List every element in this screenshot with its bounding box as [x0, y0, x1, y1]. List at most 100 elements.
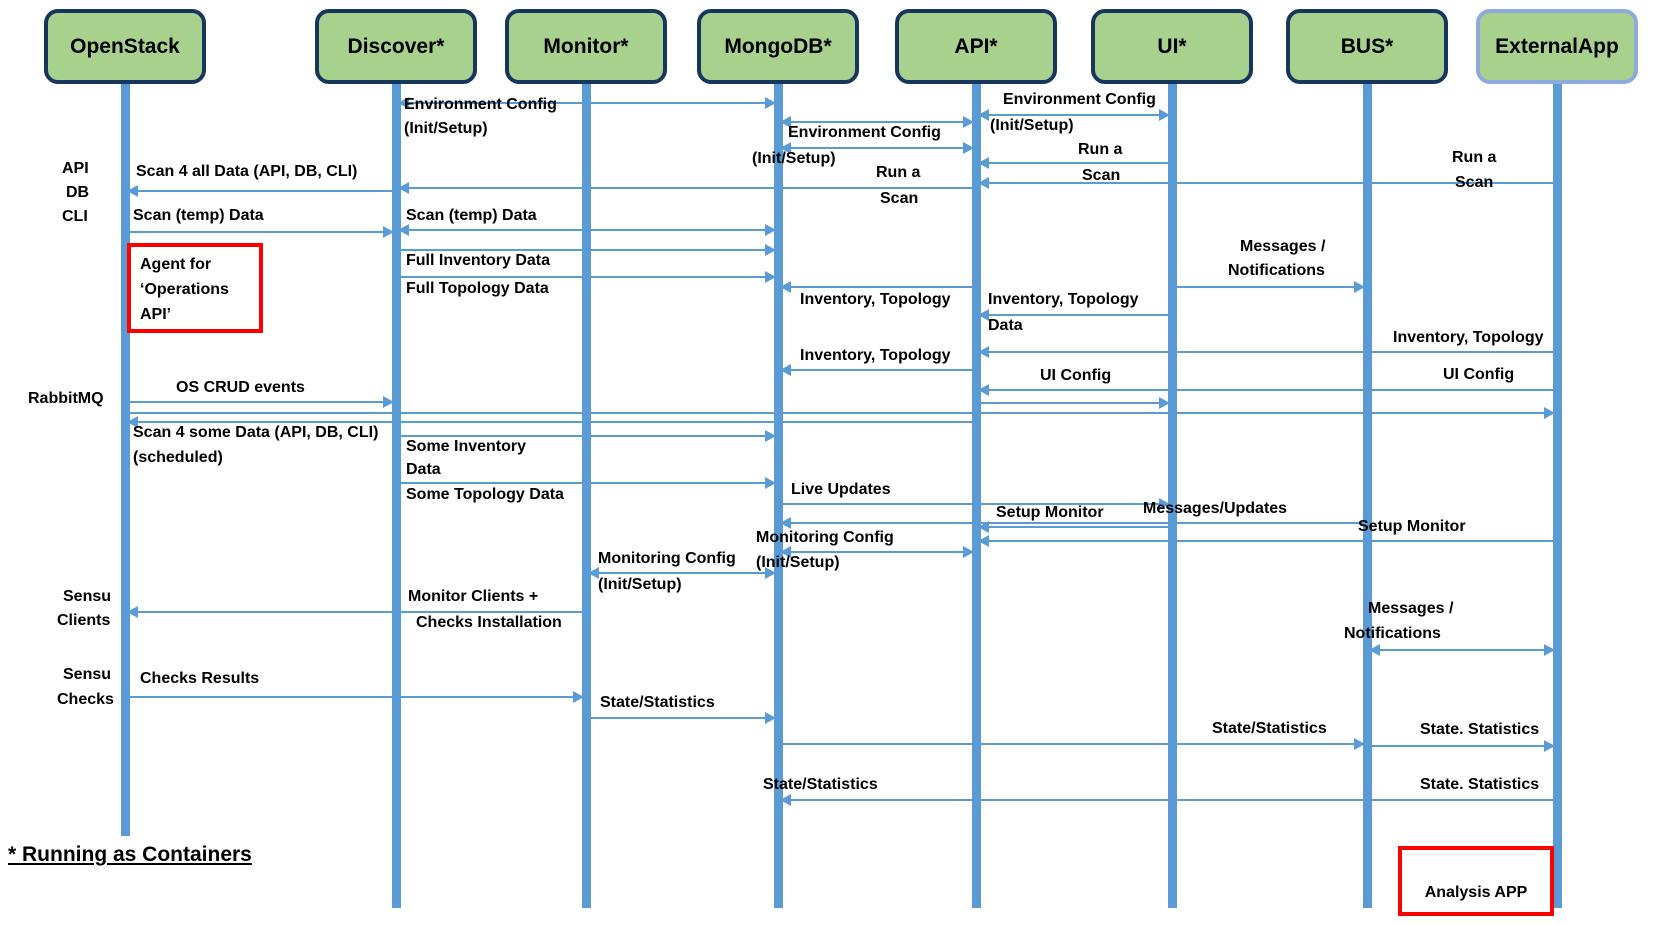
message-arrow-monitoring-config-monitor-mongo — [586, 567, 778, 579]
arrowhead-right — [383, 226, 394, 238]
message-label: Some Inventory — [406, 438, 527, 455]
arrowhead-left — [398, 97, 409, 109]
lifeline-monitor — [581, 84, 591, 908]
message-label: Inventory, Topology — [988, 291, 1139, 308]
message-arrow-env-config-mongo-api-2 — [778, 142, 976, 154]
message-label: State/Statistics — [763, 776, 878, 793]
arrowhead-left — [780, 794, 791, 806]
message-label: Scan (temp) Data — [406, 207, 537, 224]
message-arrow-state-stats-monitor-mongo — [586, 712, 778, 724]
message-arrow-checks-results-openstack-monitor — [125, 691, 586, 703]
arrowhead-left — [978, 177, 989, 189]
arrowhead-right — [1544, 407, 1555, 419]
lifeline-bus — [1362, 84, 1372, 908]
margin-label-checks: Checks — [57, 691, 114, 708]
message-arrow-openstack-external-long — [125, 407, 1557, 419]
arrowhead-right — [1159, 109, 1170, 121]
margin-label-db: DB — [66, 184, 90, 201]
message-label: (Init/Setup) — [404, 120, 488, 137]
arrowhead-left — [127, 185, 138, 197]
arrowhead-left — [398, 182, 409, 194]
message-arrow-inv-topo-api-mongo — [778, 281, 976, 293]
message-arrow-monitor-clients-monitor-openstack — [125, 606, 586, 618]
message-label: Environment Config — [404, 96, 557, 113]
actor-box-openstack: OpenStack — [44, 9, 206, 84]
analysis-app-annotation: Analysis APP — [1398, 846, 1554, 916]
arrowhead-right — [963, 546, 974, 558]
arrowhead-left — [978, 157, 989, 169]
message-label: Run a — [1078, 141, 1123, 158]
actor-label: App — [1578, 34, 1619, 58]
arrowhead-left — [398, 224, 409, 236]
message-arrow-some-topology-discover-mongo — [396, 477, 778, 489]
message-label: Notifications — [1228, 262, 1325, 279]
actor-label: DB* — [793, 34, 832, 58]
message-label: State/Statistics — [600, 694, 715, 711]
actor-box-ui: UI* — [1091, 9, 1253, 84]
arrowhead-right — [765, 712, 776, 724]
arrowhead-left — [978, 309, 989, 321]
margin-label-rabbitmq: RabbitMQ — [28, 390, 104, 407]
agent-operations-api-annotation: Agent for‘Operations API’ — [127, 243, 263, 333]
lifeline-openstack — [120, 84, 130, 836]
message-arrow-ui-config-external-api — [976, 384, 1557, 396]
arrowhead-right — [1544, 740, 1555, 752]
message-arrow-full-inventory-discover-mongo — [396, 244, 778, 256]
arrowhead-right — [573, 691, 584, 703]
arrowhead-right — [765, 244, 776, 256]
message-label: Scan — [1455, 174, 1494, 191]
arrowhead-right — [765, 224, 776, 236]
actor-label: Discover* — [347, 34, 445, 58]
message-label: Setup Monitor — [996, 504, 1104, 521]
message-label: (Init/Setup) — [756, 554, 840, 571]
message-arrow-env-config-discover-mongo — [396, 97, 778, 109]
actor-label: Mongo — [724, 34, 794, 58]
arrowhead-left — [978, 535, 989, 547]
arrowhead-left — [780, 364, 791, 376]
message-arrow-ui-config-api-ui — [976, 397, 1172, 409]
message-arrow-env-config-mongo-api-1 — [778, 116, 976, 128]
message-label: Run a — [1452, 149, 1497, 166]
message-label: (Init/Setup) — [752, 150, 836, 167]
message-arrow-setup-monitor-ui-api — [976, 521, 1172, 533]
margin-label-sensu: Sensu — [63, 666, 112, 683]
message-label: Environment Config — [1003, 91, 1156, 108]
analysis-annotation-text: Analysis APP — [1424, 884, 1528, 901]
lifeline-external-app — [1552, 84, 1562, 908]
message-label: Environment Config — [788, 124, 941, 141]
message-label: Live Updates — [791, 481, 891, 498]
arrowhead-right — [383, 396, 394, 408]
arrowhead-left — [127, 606, 138, 618]
message-label: Full Inventory Data — [406, 252, 551, 269]
message-arrow-inv-topo-external-api — [976, 346, 1557, 358]
message-arrow-scan-temp-openstack-discover — [125, 226, 396, 238]
message-label: Monitoring Config — [598, 550, 736, 567]
message-label: (scheduled) — [133, 449, 223, 466]
message-arrow-state-stats-external-mongo — [778, 794, 1557, 806]
message-label: Setup Monitor — [1358, 518, 1466, 535]
message-label: Scan — [1082, 167, 1121, 184]
arrowhead-right — [1159, 397, 1170, 409]
arrowhead-left — [780, 116, 791, 128]
message-arrow-scan4all-discover-openstack — [125, 185, 396, 197]
lifeline-mongo-db — [773, 84, 783, 908]
message-arrow-full-topology-discover-mongo — [396, 271, 778, 283]
arrowhead-left — [978, 384, 989, 396]
actor-label: OpenStack — [70, 34, 180, 58]
arrowhead-left — [780, 142, 791, 154]
message-label: Some Topology Data — [406, 486, 564, 503]
actor-label: BUS* — [1340, 34, 1394, 58]
message-label: Messages / — [1368, 600, 1454, 617]
message-arrow-inv-topo-api-mongo-2 — [778, 364, 976, 376]
arrowhead-right — [1354, 281, 1365, 293]
arrowhead-right — [1354, 738, 1365, 750]
message-label: UI Config — [1443, 366, 1515, 383]
margin-label-sensu: Sensu — [63, 588, 112, 605]
arrowhead-left — [978, 109, 989, 121]
arrowhead-right — [1159, 498, 1170, 510]
footnote: * Running as Containers — [8, 843, 252, 866]
message-arrow-scan-temp-discover-mongo — [396, 224, 778, 236]
message-label: (Init/Setup) — [990, 117, 1074, 134]
message-arrow-scan4some-api-openstack — [125, 416, 976, 428]
